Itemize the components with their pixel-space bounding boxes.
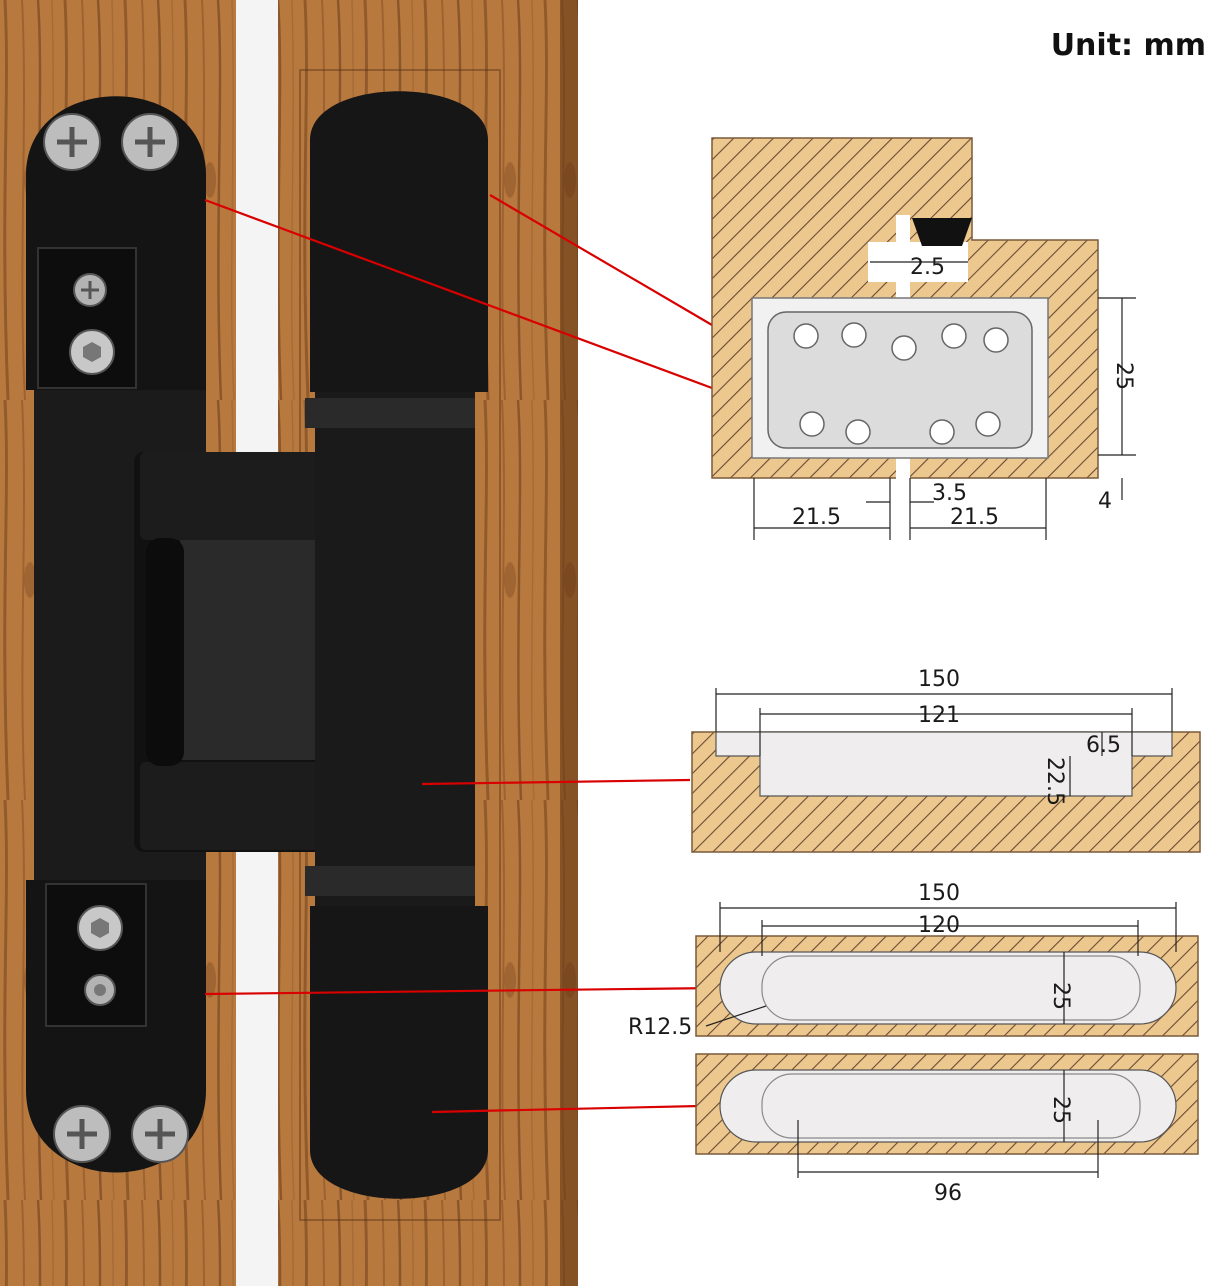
hinge-mechanism-drawing (767, 311, 1033, 449)
face-inner-length-label: 120 (918, 913, 960, 938)
screw-icon (84, 974, 116, 1006)
face-overall-length-label: 150 (918, 881, 960, 906)
plate-depth-label: 6.5 (1086, 733, 1121, 758)
side-mortise-diagram: 150 121 6.5 22.5 (691, 667, 1201, 853)
right-width-label: 21.5 (950, 505, 999, 530)
unit-label: Unit: mm (1050, 28, 1206, 63)
inner-length-label: 121 (918, 703, 960, 728)
right-plate-flange-top (305, 398, 475, 428)
height-label: 25 (1111, 362, 1136, 390)
face-width-label: 25 (1048, 982, 1073, 1010)
side-mortise-cut (715, 731, 1173, 797)
hex-screw-icon (77, 905, 123, 951)
hex-screw-icon (69, 329, 115, 375)
screws (43, 113, 189, 1163)
right-plate-top (310, 91, 488, 392)
leader-line (489, 194, 713, 326)
face-mortise-slot (719, 951, 1177, 1025)
face-mortise-inner-slot-2 (761, 1073, 1141, 1139)
hole-spacing-label: 96 (934, 1181, 962, 1206)
leader-line (204, 198, 713, 390)
knuckle-pin (146, 538, 184, 766)
leader-lines (204, 194, 719, 1114)
door-seal (912, 218, 972, 246)
leader-line (431, 1104, 701, 1114)
radius-label: R12.5 (628, 1015, 692, 1040)
face-mortise-dimensions (705, 902, 1177, 1027)
screw-icon (131, 1105, 189, 1163)
right-plate-bottom (310, 906, 488, 1199)
gap-bottom-label: 3.5 (932, 481, 967, 506)
right-plate-flange-bottom (305, 866, 475, 896)
screw-icon (43, 113, 101, 171)
right-plate-body (315, 392, 475, 912)
bottom-depth-label: 4 (1098, 489, 1112, 514)
right-hinge-plate (305, 91, 488, 1199)
total-depth-label: 22.5 (1042, 757, 1067, 806)
screw-icon (53, 1105, 111, 1163)
screw-icon (73, 273, 107, 307)
left-width-label: 21.5 (792, 505, 841, 530)
leader-line (204, 986, 719, 996)
face-mortise-slot-2 (719, 1069, 1177, 1143)
face-mortise-2-dimensions (797, 1070, 1099, 1178)
side-mortise-dimensions (715, 688, 1173, 796)
cross-section-dimensions (753, 261, 1136, 540)
leader-line (421, 778, 691, 786)
face-mortise-diagram-1: 150 120 25 R12.5 (628, 881, 1199, 1040)
gap-top-label: 2.5 (910, 255, 945, 280)
screw-icon (121, 113, 179, 171)
overall-length-label: 150 (918, 667, 960, 692)
face-mortise-inner-slot (761, 955, 1141, 1021)
cross-section-diagram: 2.5 25 3.5 4 21.5 21.5 (711, 137, 1136, 540)
face-mortise-diagram-2: 25 96 (695, 1053, 1199, 1206)
face-2-width-label: 25 (1048, 1096, 1073, 1124)
frame-shadow (560, 0, 578, 1286)
